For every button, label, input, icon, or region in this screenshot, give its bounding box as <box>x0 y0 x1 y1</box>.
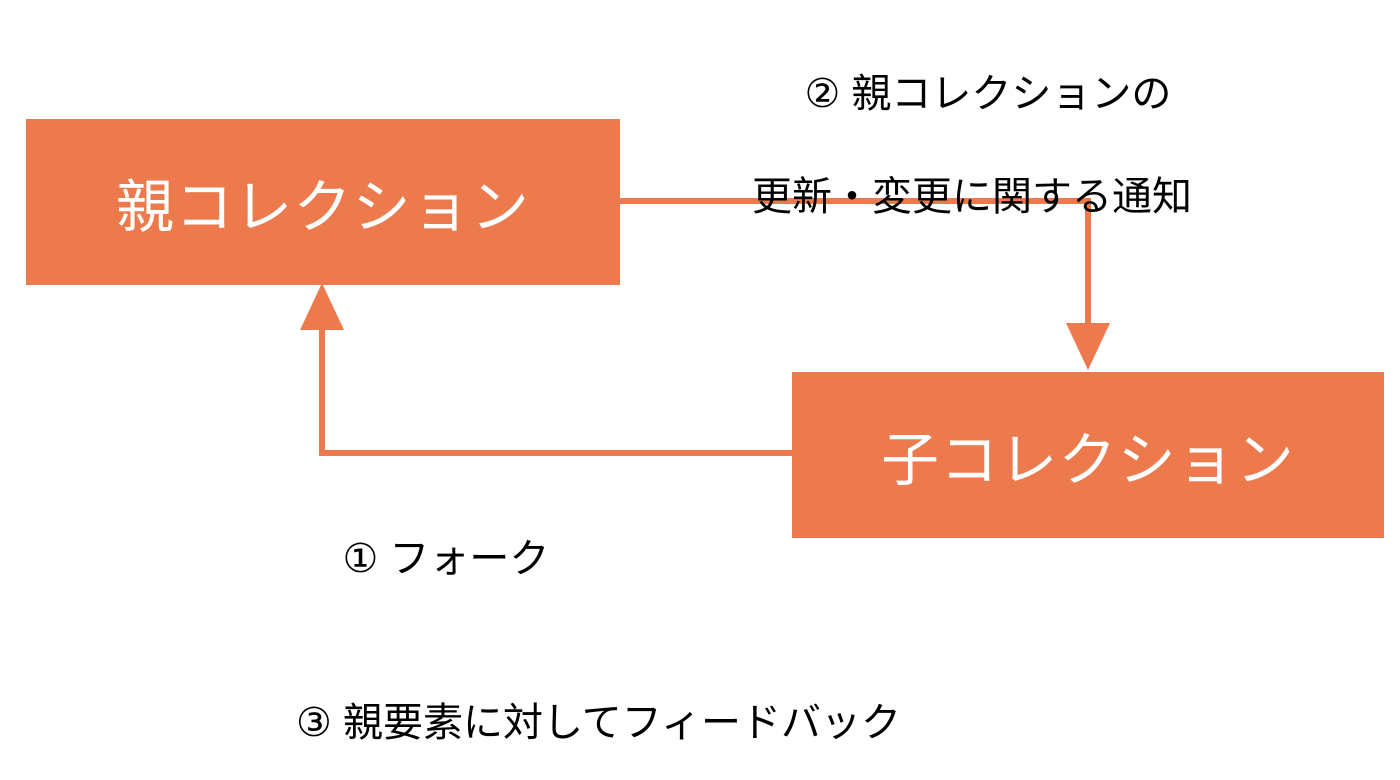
notify-text-line-1: 親コレクションの <box>840 72 1172 117</box>
step-2-marker: ② <box>804 72 841 117</box>
child-collection-box[interactable]: 子コレクション <box>792 372 1384 538</box>
feedback-text: 親要素に対してフィードバック <box>331 701 901 746</box>
notify-text-line-2: 更新・変更に関する通知 <box>752 174 1192 219</box>
notify-annotation: ② 親コレクションの 更新・変更に関する通知 <box>752 18 1192 325</box>
step-3-marker: ③ <box>296 701 332 746</box>
step-1-marker: ① <box>342 537 379 582</box>
parent-collection-label: 親コレクション <box>115 175 531 240</box>
fork-arrow <box>300 283 792 456</box>
child-collection-label: 子コレクション <box>880 428 1296 493</box>
parent-collection-box[interactable]: 親コレクション <box>26 119 620 285</box>
fork-text: フォーク <box>378 537 550 582</box>
feedback-heading: ③ 親要素に対してフィードバック <box>296 698 901 749</box>
fork-annotation: ① フォーク <box>298 483 549 637</box>
feedback-annotation: ③ 親要素に対してフィードバック コメント プルリクエスト <box>296 596 901 780</box>
